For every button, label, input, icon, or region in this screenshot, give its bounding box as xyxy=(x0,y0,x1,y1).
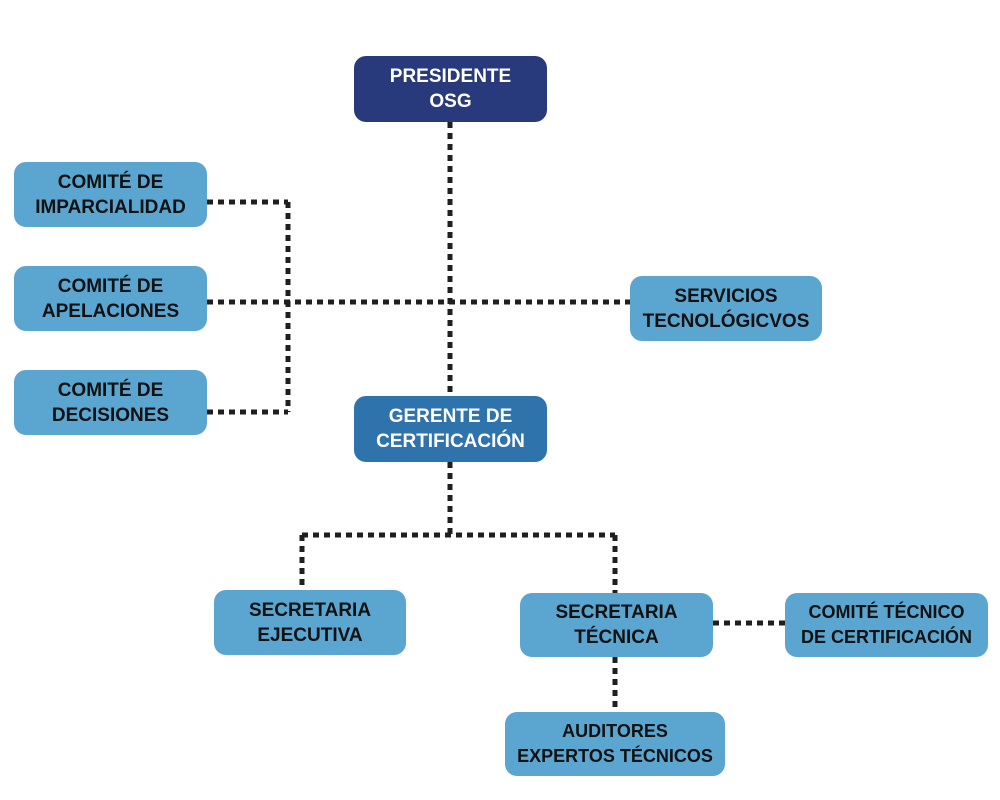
node-comite-apelaciones-line1: COMITÉ DE xyxy=(57,275,164,297)
node-comite-imparcialidad-line1: COMITÉ DE xyxy=(57,171,164,193)
node-secretaria-tecnica-line1: SECRETARIA xyxy=(555,602,678,623)
node-gerente-certificacion-line1: GERENTE DE xyxy=(388,406,513,427)
node-secretaria-ejecutiva: SECRETARIA EJECUTIVA xyxy=(214,590,406,655)
node-presidente-line2: OSG xyxy=(429,91,472,112)
node-secretaria-tecnica: SECRETARIA TÉCNICA xyxy=(520,593,713,657)
node-auditores: AUDITORES EXPERTOS TÉCNICOS xyxy=(505,712,725,776)
node-comite-tecnico-certificacion-line2: DE CERTIFICACIÓN xyxy=(801,627,972,647)
node-gerente-certificacion-line2: CERTIFICACIÓN xyxy=(376,431,525,452)
node-gerente-certificacion: GERENTE DE CERTIFICACIÓN xyxy=(354,396,547,462)
node-comite-imparcialidad-line2: IMPARCIALIDAD xyxy=(35,196,186,218)
node-comite-tecnico-certificacion-line1: COMITÉ TÉCNICO xyxy=(808,602,965,622)
node-comite-apelaciones: COMITÉ DE APELACIONES xyxy=(14,266,207,331)
node-comite-tecnico-certificacion: COMITÉ TÉCNICO DE CERTIFICACIÓN xyxy=(785,593,988,657)
node-comite-imparcialidad: COMITÉ DE IMPARCIALIDAD xyxy=(14,162,207,227)
node-comite-decisiones-line1: COMITÉ DE xyxy=(57,379,164,401)
node-presidente-line1: PRESIDENTE xyxy=(389,66,512,87)
node-comite-decisiones: COMITÉ DE DECISIONES xyxy=(14,370,207,435)
node-secretaria-ejecutiva-line1: SECRETARIA xyxy=(248,599,372,621)
node-auditores-line2: EXPERTOS TÉCNICOS xyxy=(517,746,713,766)
node-auditores-line1: AUDITORES xyxy=(562,721,668,741)
node-servicios-tecnologicos-line1: SERVICIOS xyxy=(674,285,778,307)
node-comite-decisiones-line2: DECISIONES xyxy=(51,404,170,426)
node-servicios-tecnologicos-line2: TECNOLÓGICVOS xyxy=(642,310,810,332)
node-secretaria-ejecutiva-line2: EJECUTIVA xyxy=(257,624,363,646)
node-comite-apelaciones-line2: APELACIONES xyxy=(41,300,180,322)
node-secretaria-tecnica-line2: TÉCNICA xyxy=(574,627,659,648)
node-presidente: PRESIDENTE OSG xyxy=(354,56,547,122)
node-servicios-tecnologicos: SERVICIOS TECNOLÓGICVOS xyxy=(630,276,822,341)
